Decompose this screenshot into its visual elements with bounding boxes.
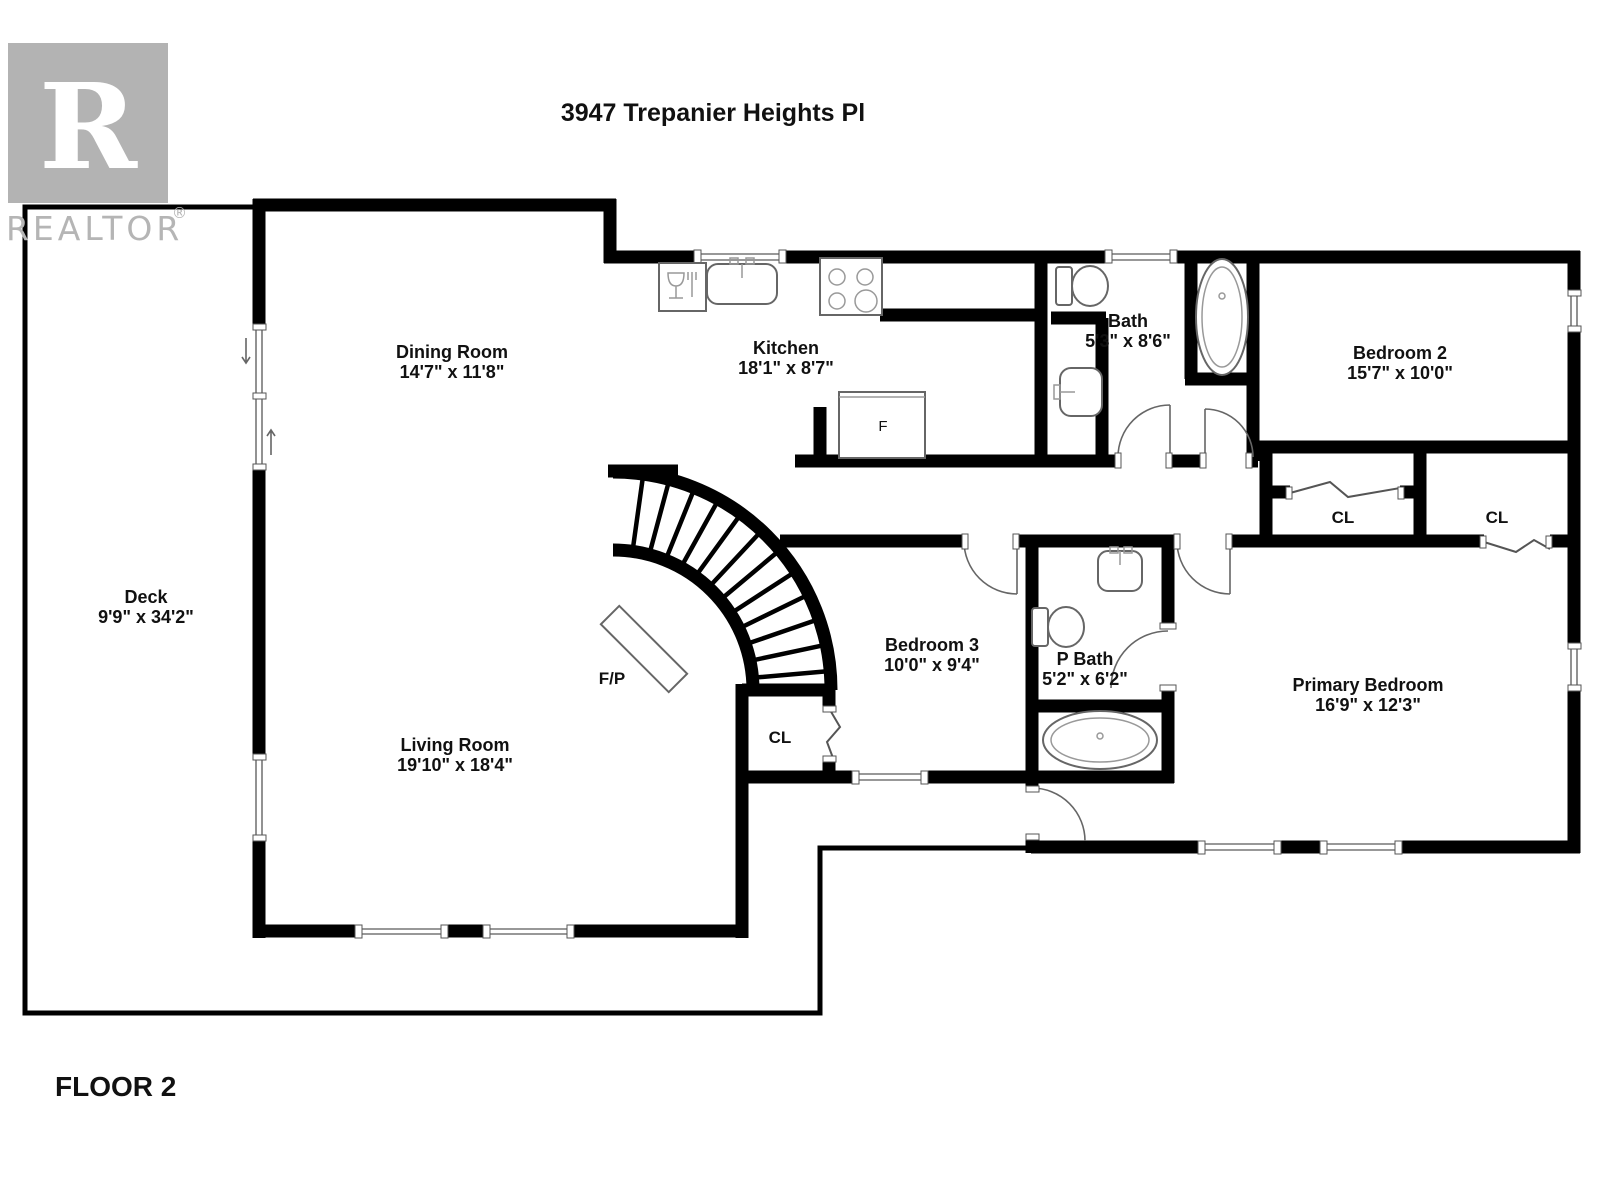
- bath-toilet-icon: [1055, 265, 1109, 307]
- bath-dims: 5'3" x 8'6": [1085, 331, 1171, 351]
- bedroom2-door: [1199, 408, 1254, 469]
- living-room-dims: 19'10" x 18'4": [397, 755, 513, 775]
- realtor-logo-letter: R: [39, 57, 138, 196]
- bedroom2-window: [1567, 289, 1582, 333]
- bath-door: [1114, 404, 1173, 469]
- bath-fixtures: [1053, 258, 1249, 417]
- primary-right-window: [1567, 642, 1582, 692]
- pbath-tub-icon: [1042, 710, 1158, 770]
- bedroom2-label: Bedroom 2: [1353, 343, 1447, 363]
- deck-outline: [22, 204, 1031, 1016]
- pbath-fixtures: [1031, 546, 1158, 770]
- room-labels: Dining Room 14'7" x 11'8" Kitchen 18'1" …: [98, 311, 1508, 775]
- fridge-box: [838, 391, 926, 459]
- bath-sink-icon: [1053, 367, 1103, 417]
- kitchen-window: [693, 249, 787, 264]
- kitchen-label: Kitchen: [753, 338, 819, 358]
- kitchen-dims: 18'1" x 8'7": [738, 358, 834, 378]
- fireplace-icon: [599, 604, 689, 694]
- primary-door: [1173, 533, 1233, 595]
- bedroom3-label: Bedroom 3: [885, 635, 979, 655]
- bedroom3-dims: 10'0" x 9'4": [884, 655, 980, 675]
- windows: [241, 249, 1582, 939]
- kitchen-sink-icon: [706, 257, 778, 305]
- living-window-1: [354, 924, 449, 939]
- bath-tub-icon: [1195, 258, 1249, 376]
- primary-bottom-window-2: [1319, 840, 1403, 855]
- pbath-label: P Bath: [1057, 649, 1114, 669]
- primary-side-door: [1025, 785, 1086, 842]
- living-window-2: [482, 924, 575, 939]
- walls: [252, 198, 1581, 938]
- pbath-door: [1110, 622, 1177, 692]
- realtor-logo-box: [8, 43, 168, 203]
- stove-icon: [819, 257, 883, 316]
- bath-label: Bath: [1108, 311, 1148, 331]
- realtor-wordmark: REALTOR: [6, 209, 183, 248]
- slide-arrow-up-icon: [266, 428, 276, 455]
- closet-label-1: CL: [1332, 508, 1355, 527]
- fridge-label: F: [878, 418, 887, 435]
- closet2-bifold: [1479, 535, 1553, 554]
- primary-bedroom-label: Primary Bedroom: [1292, 675, 1443, 695]
- fireplace-label: F/P: [599, 669, 625, 688]
- primary-bottom-window-1: [1197, 840, 1282, 855]
- pbath-toilet-icon: [1031, 606, 1085, 648]
- stairs-outer-wall: [612, 465, 838, 691]
- deck-sliding-door: [241, 323, 276, 471]
- closet1-bifold: [1285, 480, 1405, 500]
- deck-label: Deck: [124, 587, 168, 607]
- dishwasher-icon: [658, 262, 707, 312]
- curved-staircase: [612, 465, 838, 691]
- bedroom3-window: [851, 770, 929, 785]
- plan-title: 3947 Trepanier Heights Pl: [561, 99, 865, 127]
- stairs-treads: [630, 473, 831, 681]
- bath-window: [1104, 249, 1178, 264]
- bedroom3-closet-bifold: [822, 705, 842, 763]
- dining-room-dims: 14'7" x 11'8": [400, 362, 505, 382]
- bedroom3-door: [961, 533, 1020, 595]
- floor-label: FLOOR 2: [55, 1071, 176, 1102]
- closet-label-2: CL: [1486, 508, 1509, 527]
- pbath-sink-icon: [1097, 546, 1143, 592]
- living-room-label: Living Room: [401, 735, 510, 755]
- closet-label-landing: CL: [769, 728, 792, 747]
- realtor-logo: R REALTOR ®: [6, 43, 187, 248]
- stairs-inner-wall: [612, 543, 760, 691]
- bedroom2-dims: 15'7" x 10'0": [1347, 363, 1453, 383]
- registered-icon: ®: [172, 204, 187, 222]
- doors: [822, 404, 1553, 842]
- deck-dims: 9'9" x 34'2": [98, 607, 194, 627]
- kitchen-fixtures: [658, 257, 926, 459]
- dining-room-label: Dining Room: [396, 342, 508, 362]
- primary-bedroom-dims: 16'9" x 12'3": [1315, 695, 1421, 715]
- slide-arrow-down-icon: [241, 338, 251, 365]
- living-left-window: [252, 753, 267, 842]
- pbath-dims: 5'2" x 6'2": [1042, 669, 1128, 689]
